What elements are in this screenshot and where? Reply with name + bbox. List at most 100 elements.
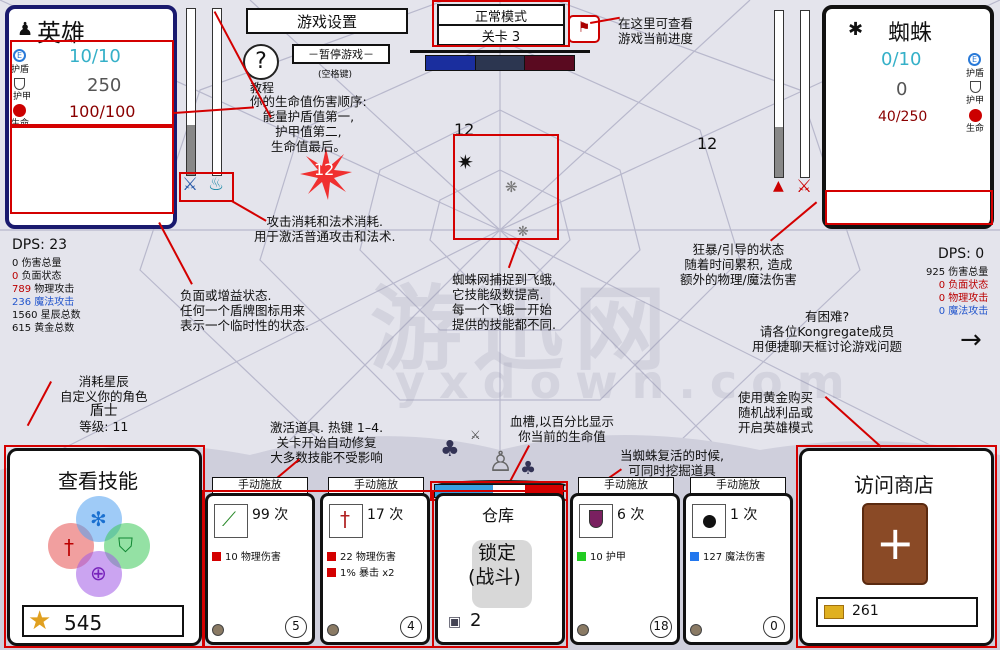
enemy-preview-icon[interactable]: ⚑	[568, 15, 600, 43]
enemy-status-highlight	[825, 190, 993, 225]
enemy-dps: DPS: 0	[938, 246, 985, 262]
item-card-3[interactable]: 6 次 10 护甲 18	[570, 493, 680, 645]
card-cooldown-timer: 5	[285, 616, 307, 638]
storage-locked: 锁定	[478, 542, 517, 564]
item-card-4[interactable]: 1 次 127 魔法伤害 0	[683, 493, 793, 645]
card-tab-3: 手动施放	[578, 477, 674, 494]
card-count: 17 次	[367, 507, 404, 523]
card-stat: 127 魔法伤害	[690, 548, 765, 563]
view-skills-panel[interactable]: 查看技能 † ✻ ⛉ ⊕ ★ 545	[7, 448, 202, 646]
stat-row: 236 魔法攻击	[12, 297, 75, 308]
game-settings-button[interactable]: 游戏设置	[246, 8, 408, 34]
card-slot-dot	[327, 624, 339, 636]
damage-burst-icon	[300, 148, 352, 200]
progress-segment	[524, 56, 575, 70]
annotation-cost-bars: 攻击消耗和法术消耗.用于激活普通攻击和法术.	[254, 214, 396, 244]
shop-highlight	[796, 445, 997, 648]
hero-stats-highlight	[10, 40, 174, 126]
mode-label: 正常模式	[437, 4, 565, 26]
enemy-title: 蜘蛛	[888, 21, 933, 46]
storage-title: 仓库	[482, 506, 515, 525]
annotation-status: 负面或增益状态.任何一个盾牌图标用来表示一个临时性的状态.	[180, 288, 309, 333]
moth-icon: ❋	[505, 178, 518, 196]
watermark-url: yxdown.com	[395, 355, 859, 409]
chest-icon: ▣	[448, 614, 462, 630]
hero-shield-value: 10/10	[69, 46, 121, 67]
stat-row: 0 魔法攻击	[938, 306, 989, 317]
shop-book-icon: +	[862, 503, 928, 585]
annotation-class: 消耗星辰自定义你的角色 盾士等级: 11	[60, 374, 148, 434]
card-tab-4: 手动施放	[690, 477, 786, 494]
crossed-swords-icon: ⚔	[182, 174, 199, 195]
star-icon: ★	[28, 606, 52, 636]
pause-hotkey-hint: (空格键)	[318, 70, 353, 80]
stars-counter: ★ 545	[22, 605, 184, 637]
crosshair-icon: ⊕	[90, 561, 107, 585]
armor-label: 护甲	[966, 96, 985, 106]
card-stat: 10 护甲	[577, 548, 626, 563]
visit-shop-title: 访问商店	[854, 473, 934, 497]
tree-icon: ♣	[440, 437, 460, 462]
item-card-1[interactable]: ⟋ 99 次 10 物理伤害 5	[205, 493, 315, 645]
shield-icon: E	[968, 53, 981, 66]
progress-rail	[410, 50, 590, 53]
hero-sprite-icon: ♙	[488, 445, 514, 478]
stat-row: 925 伤害总量	[926, 267, 989, 278]
hero-hp-value: 100/100	[69, 102, 136, 121]
enemy-channel-bar	[800, 10, 810, 178]
armor-icon	[14, 78, 25, 90]
visit-shop-panel[interactable]: 访问商店 + 261	[799, 448, 994, 646]
enemy-damage-float: 12	[697, 134, 718, 153]
spider-sprite-icon: ✷	[457, 150, 474, 174]
annotation-rage: 狂暴/引导的状态随着时间累积, 造成额外的物理/魔法伤害	[680, 242, 797, 287]
storage-highlight	[432, 490, 568, 648]
storage-panel[interactable]: 仓库 锁定 (战斗) ▣ 2	[435, 493, 565, 645]
items-highlight	[202, 490, 434, 648]
annotation-hp-bar: 血槽,以百分比显示你当前的生命值	[510, 414, 614, 444]
skills-highlight	[4, 445, 205, 648]
card-stat: 1% 暴击 x2	[327, 564, 395, 579]
pause-game-button[interactable]: －暂停游戏－	[292, 44, 390, 64]
lock-icon	[472, 540, 532, 608]
sword-icon: †	[329, 504, 363, 538]
annotation-progress: 在这里可查看游戏当前进度	[618, 16, 694, 46]
moth-icon: ❋	[517, 224, 529, 240]
shield-icon: ⛉	[118, 533, 133, 557]
gold-bar-icon	[824, 605, 844, 619]
stat-row: 0 物理攻击	[938, 293, 989, 304]
stat-row: 1560 星辰总数	[12, 310, 81, 321]
enemy-armor-value: 0	[896, 79, 908, 100]
hero-armor-value: 250	[87, 75, 122, 96]
spider-icon: ✱	[848, 19, 864, 40]
enemy-shield-value: 0/10	[881, 49, 922, 70]
card-slot-dot	[577, 624, 589, 636]
enemy-hp-value: 40/250	[878, 109, 928, 125]
stat-row: 615 黄金总数	[12, 323, 75, 334]
card-cooldown-timer: 4	[400, 616, 422, 638]
hero-damage-float: 12	[314, 160, 335, 179]
card-stat: 10 物理伤害	[212, 548, 281, 563]
staff-icon: ⟋	[214, 504, 248, 538]
hero-panel: 英雄 ♟ E 护盾 10/10 护甲 250 生命 100/100	[5, 5, 177, 229]
shield-icon	[579, 504, 613, 538]
card-count: 99 次	[252, 507, 289, 523]
heart-icon	[969, 109, 982, 122]
stars-value: 545	[64, 611, 103, 635]
sword-icon: ⚔	[470, 428, 481, 442]
card-stat: 22 物理伤害	[327, 548, 396, 563]
hp-label: 生命	[966, 124, 985, 134]
skill-arcane-orb[interactable]	[76, 551, 122, 597]
card-cooldown-timer: 0	[763, 616, 785, 638]
sword-icon: †	[64, 535, 74, 559]
bomb-icon	[692, 504, 726, 538]
annotation-revive: 当蜘蛛复活的时候,可同时挖掘道具	[620, 448, 724, 478]
progress-segment	[474, 56, 525, 70]
hero-figure-icon: ♟	[17, 19, 34, 40]
stat-row: 0 伤害总量	[12, 258, 62, 269]
shield-label: 护盾	[966, 69, 985, 79]
watermark-text: 游迅网	[370, 276, 677, 383]
item-card-2[interactable]: † 17 次 22 物理伤害 1% 暴击 x2 4	[320, 493, 430, 645]
enemy-rage-bar	[774, 10, 784, 178]
snowflake-icon: ✻	[90, 507, 107, 531]
cost-bars-highlight	[179, 172, 234, 202]
